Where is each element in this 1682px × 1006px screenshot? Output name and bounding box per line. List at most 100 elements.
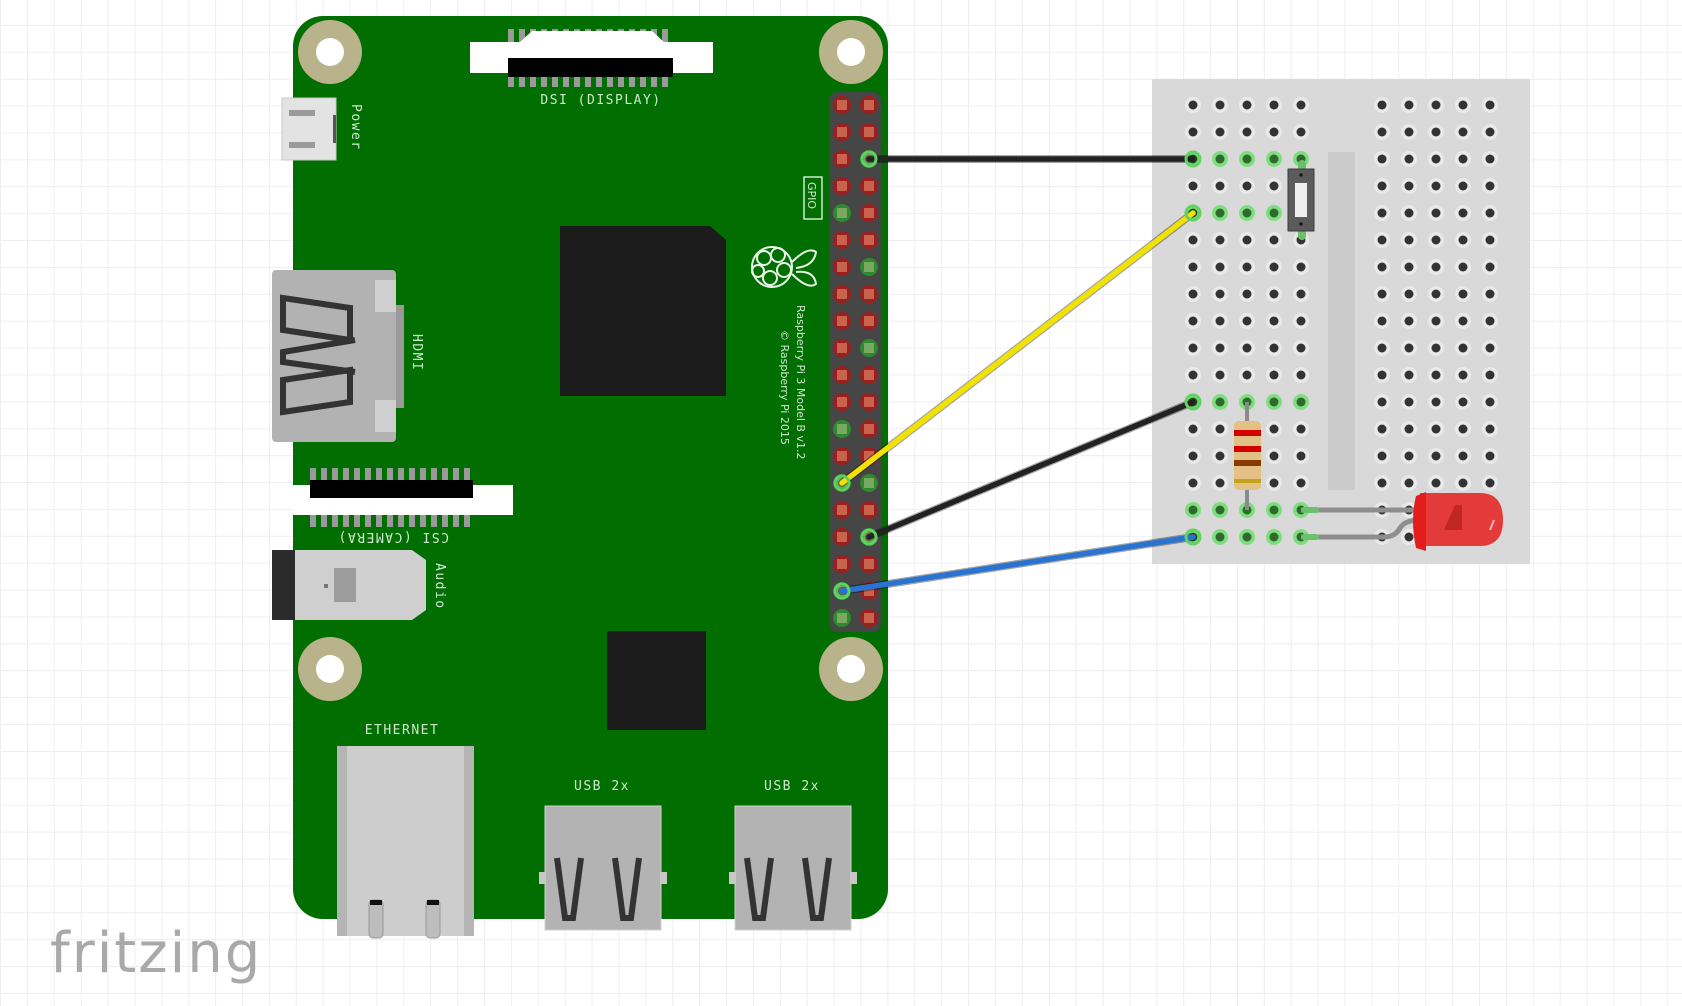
breadboard-hole[interactable]: [1431, 316, 1441, 326]
breadboard-hole[interactable]: [1215, 370, 1225, 380]
breadboard-hole[interactable]: [1215, 478, 1225, 488]
breadboard-hole[interactable]: [1404, 343, 1414, 353]
breadboard-hole[interactable]: [1404, 262, 1414, 272]
breadboard-hole[interactable]: [1458, 289, 1468, 299]
breadboard-hole[interactable]: [1458, 451, 1468, 461]
breadboard-hole[interactable]: [1377, 370, 1387, 380]
breadboard-hole[interactable]: [1485, 343, 1495, 353]
breadboard-hole[interactable]: [1215, 235, 1225, 245]
breadboard-hole[interactable]: [1458, 478, 1468, 488]
breadboard-hole[interactable]: [1458, 154, 1468, 164]
breadboard-hole[interactable]: [1458, 208, 1468, 218]
breadboard-hole[interactable]: [1404, 181, 1414, 191]
breadboard-hole[interactable]: [1485, 478, 1495, 488]
breadboard-hole[interactable]: [1215, 451, 1225, 461]
breadboard-hole[interactable]: [1431, 370, 1441, 380]
breadboard-hole[interactable]: [1242, 532, 1252, 542]
breadboard-hole[interactable]: [1296, 397, 1306, 407]
wire-end[interactable]: [860, 528, 878, 546]
breadboard-hole[interactable]: [1269, 154, 1279, 164]
breadboard-hole[interactable]: [1404, 100, 1414, 110]
breadboard-hole[interactable]: [1269, 208, 1279, 218]
breadboard-hole[interactable]: [1215, 127, 1225, 137]
breadboard-hole[interactable]: [1377, 478, 1387, 488]
breadboard-hole[interactable]: [1188, 100, 1198, 110]
breadboard-hole[interactable]: [1269, 100, 1279, 110]
breadboard-hole[interactable]: [1458, 127, 1468, 137]
breadboard-hole[interactable]: [1269, 127, 1279, 137]
breadboard-hole[interactable]: [1377, 343, 1387, 353]
breadboard-hole[interactable]: [1242, 154, 1252, 164]
breadboard-hole[interactable]: [1431, 235, 1441, 245]
breadboard-hole[interactable]: [1485, 424, 1495, 434]
breadboard-hole[interactable]: [1242, 235, 1252, 245]
breadboard[interactable]: [1152, 79, 1530, 564]
wire-end[interactable]: [1184, 393, 1202, 411]
breadboard-hole[interactable]: [1431, 451, 1441, 461]
breadboard-hole[interactable]: [1269, 262, 1279, 272]
breadboard-hole[interactable]: [1296, 316, 1306, 326]
breadboard-hole[interactable]: [1269, 316, 1279, 326]
breadboard-hole[interactable]: [1485, 397, 1495, 407]
breadboard-hole[interactable]: [1215, 262, 1225, 272]
breadboard-hole[interactable]: [1296, 289, 1306, 299]
breadboard-hole[interactable]: [1377, 208, 1387, 218]
breadboard-hole[interactable]: [1377, 289, 1387, 299]
breadboard-hole[interactable]: [1485, 289, 1495, 299]
dsi-connector[interactable]: [470, 29, 713, 87]
breadboard-hole[interactable]: [1485, 181, 1495, 191]
breadboard-hole[interactable]: [1269, 451, 1279, 461]
breadboard-hole[interactable]: [1377, 397, 1387, 407]
breadboard-hole[interactable]: [1269, 397, 1279, 407]
breadboard-hole[interactable]: [1377, 424, 1387, 434]
breadboard-hole[interactable]: [1404, 532, 1414, 542]
breadboard-hole[interactable]: [1431, 127, 1441, 137]
breadboard-hole[interactable]: [1485, 127, 1495, 137]
breadboard-hole[interactable]: [1404, 451, 1414, 461]
breadboard-hole[interactable]: [1269, 532, 1279, 542]
breadboard-hole[interactable]: [1188, 262, 1198, 272]
breadboard-hole[interactable]: [1404, 154, 1414, 164]
breadboard-hole[interactable]: [1188, 127, 1198, 137]
wire-end[interactable]: [1184, 150, 1202, 168]
breadboard-hole[interactable]: [1296, 100, 1306, 110]
wire-black-gnd-2[interactable]: [860, 393, 1202, 546]
breadboard-hole[interactable]: [1188, 478, 1198, 488]
breadboard-hole[interactable]: [1377, 181, 1387, 191]
breadboard-hole[interactable]: [1377, 262, 1387, 272]
red-led[interactable]: [1301, 492, 1503, 551]
usb-port-1[interactable]: [539, 805, 667, 931]
breadboard-hole[interactable]: [1215, 289, 1225, 299]
breadboard-hole[interactable]: [1269, 505, 1279, 515]
breadboard-hole[interactable]: [1296, 127, 1306, 137]
breadboard-hole[interactable]: [1404, 208, 1414, 218]
breadboard-hole[interactable]: [1458, 235, 1468, 245]
pushbutton[interactable]: [1287, 160, 1315, 240]
breadboard-hole[interactable]: [1458, 262, 1468, 272]
breadboard-hole[interactable]: [1188, 289, 1198, 299]
breadboard-hole[interactable]: [1458, 397, 1468, 407]
breadboard-hole[interactable]: [1215, 154, 1225, 164]
breadboard-hole[interactable]: [1458, 181, 1468, 191]
breadboard-hole[interactable]: [1188, 505, 1198, 515]
breadboard-hole[interactable]: [1458, 424, 1468, 434]
breadboard-hole[interactable]: [1485, 451, 1495, 461]
breadboard-hole[interactable]: [1215, 100, 1225, 110]
breadboard-hole[interactable]: [1269, 478, 1279, 488]
breadboard-hole[interactable]: [1296, 424, 1306, 434]
breadboard-hole[interactable]: [1215, 505, 1225, 515]
breadboard-hole[interactable]: [1404, 127, 1414, 137]
wire-end[interactable]: [833, 474, 851, 492]
breadboard-hole[interactable]: [1485, 370, 1495, 380]
breadboard-hole[interactable]: [1215, 424, 1225, 434]
power-connector[interactable]: [281, 97, 337, 161]
wire-end[interactable]: [1184, 204, 1202, 222]
breadboard-hole[interactable]: [1431, 424, 1441, 434]
breadboard-hole[interactable]: [1296, 370, 1306, 380]
csi-connector[interactable]: [293, 468, 513, 527]
breadboard-hole[interactable]: [1215, 316, 1225, 326]
breadboard-hole[interactable]: [1377, 127, 1387, 137]
breadboard-hole[interactable]: [1215, 181, 1225, 191]
breadboard-hole[interactable]: [1296, 451, 1306, 461]
